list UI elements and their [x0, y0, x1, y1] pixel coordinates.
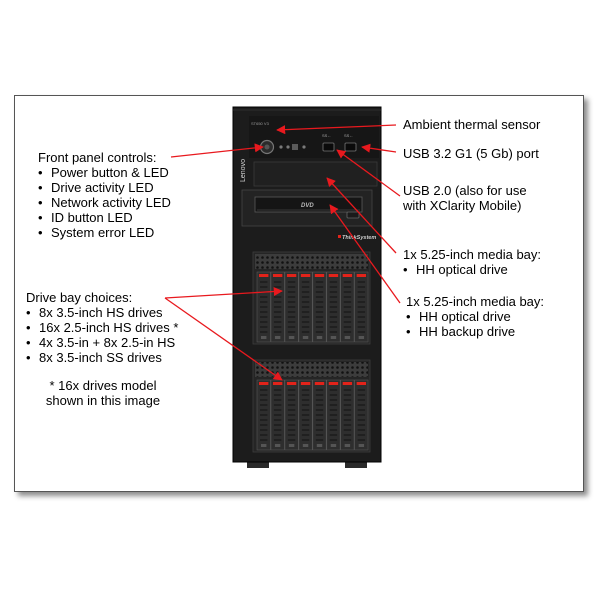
drive-bay[interactable]: [326, 379, 341, 451]
drive-bay[interactable]: [284, 379, 299, 451]
network-activity-led: [286, 145, 290, 149]
drive-bay[interactable]: [354, 379, 369, 451]
usb20-port[interactable]: [322, 142, 335, 152]
usb32-port[interactable]: [344, 142, 357, 152]
footnote-line2: shown in this image: [45, 393, 161, 408]
callout-media-bay-2-item: HH backup drive: [406, 324, 544, 339]
drive-bay[interactable]: [298, 271, 313, 343]
drive-bay[interactable]: [298, 379, 313, 451]
callout-drive-bays-item: 4x 3.5-in + 8x 2.5-in HS: [26, 335, 178, 350]
arrow-media-bay-2: [329, 204, 401, 304]
drive-bay[interactable]: [256, 379, 271, 451]
callout-front-panel-title: Front panel controls:: [38, 150, 157, 165]
drive-bay[interactable]: [284, 271, 299, 343]
eject-button[interactable]: [346, 211, 360, 219]
arrow-usb20: [336, 149, 401, 197]
usb32-port-label: SS←: [344, 133, 353, 138]
callout-media-bay-1-item: HH optical drive: [403, 262, 541, 277]
callout-usb20: USB 2.0 (also for use with XClarity Mobi…: [403, 183, 527, 213]
arrow-drive-cage-top: [164, 286, 283, 299]
drive-bay[interactable]: [270, 271, 285, 343]
footnote: * 16x drives model shown in this image: [36, 378, 170, 408]
arrow-usb32: [361, 143, 397, 153]
footnote-line1: * 16x drives model: [49, 378, 157, 393]
usb20-port-label: SS←: [322, 133, 331, 138]
drive-bay[interactable]: [354, 271, 369, 343]
drive-cage-bottom: [252, 359, 371, 453]
callout-thermal-sensor: Ambient thermal sensor: [403, 117, 541, 132]
drive-bay[interactable]: [326, 271, 341, 343]
callout-front-panel-item: System error LED: [38, 225, 171, 240]
callout-media-bay-2-title: 1x 5.25-inch media bay:: [406, 294, 545, 309]
id-button[interactable]: [292, 144, 298, 150]
drive-bay[interactable]: [340, 379, 355, 451]
callout-usb20-line2: with XClarity Mobile): [403, 198, 522, 213]
callout-front-panel-item: ID button LED: [38, 210, 171, 225]
callout-media-bay-2: 1x 5.25-inch media bay: HH optical drive…: [406, 294, 544, 339]
right-foot: [345, 460, 367, 468]
arrow-front-panel: [170, 143, 264, 158]
drive-bay[interactable]: [340, 271, 355, 343]
callout-drive-bays-item: 8x 3.5-inch HS drives: [26, 305, 178, 320]
callout-drive-bays-title: Drive bay choices:: [26, 290, 133, 305]
drive-bay[interactable]: [312, 271, 327, 343]
callout-drive-bays: Drive bay choices: 8x 3.5-inch HS drives…: [26, 290, 178, 365]
drive-activity-led: [279, 145, 283, 149]
callout-front-panel-item: Power button & LED: [38, 165, 171, 180]
power-icon: [264, 144, 270, 150]
thinksystem-logo: ThinkSystem: [342, 235, 376, 241]
system-error-led: [302, 145, 306, 149]
server-chassis: ST650 V3 SS← SS← Lenovo DVD ThinkSystem: [232, 106, 382, 463]
drive-bay[interactable]: [270, 379, 285, 451]
drive-cage-top: [252, 251, 371, 345]
logo-accent: [338, 235, 341, 238]
callout-drive-bays-item: 16x 2.5-inch HS drives *: [26, 320, 178, 335]
arrow-media-bay-1: [326, 177, 397, 254]
callout-arrows: [164, 124, 401, 381]
media-bay-1: [253, 161, 378, 187]
callout-front-panel: Front panel controls: Power button & LED…: [38, 150, 171, 240]
arrow-thermal-sensor: [276, 124, 397, 135]
callout-front-panel-item: Drive activity LED: [38, 180, 171, 195]
callout-usb32-port: USB 3.2 G1 (5 Gb) port: [403, 146, 539, 161]
callout-front-panel-item: Network activity LED: [38, 195, 171, 210]
drive-bay[interactable]: [312, 379, 327, 451]
model-plate: ST650 V3: [251, 121, 270, 126]
drive-bay[interactable]: [256, 271, 271, 343]
brand-wordmark: Lenovo: [240, 159, 247, 182]
callout-drive-bays-item: 8x 3.5-inch SS drives: [26, 350, 178, 365]
dvd-logo: DVD: [301, 203, 314, 209]
callout-media-bay-2-item: HH optical drive: [406, 309, 544, 324]
arrow-drive-cage-bottom: [164, 297, 283, 381]
callout-media-bay-1: 1x 5.25-inch media bay: HH optical drive: [403, 247, 541, 277]
callout-usb20-line1: USB 2.0 (also for use: [403, 183, 527, 198]
left-foot: [247, 460, 269, 468]
callout-media-bay-1-title: 1x 5.25-inch media bay:: [403, 247, 542, 262]
